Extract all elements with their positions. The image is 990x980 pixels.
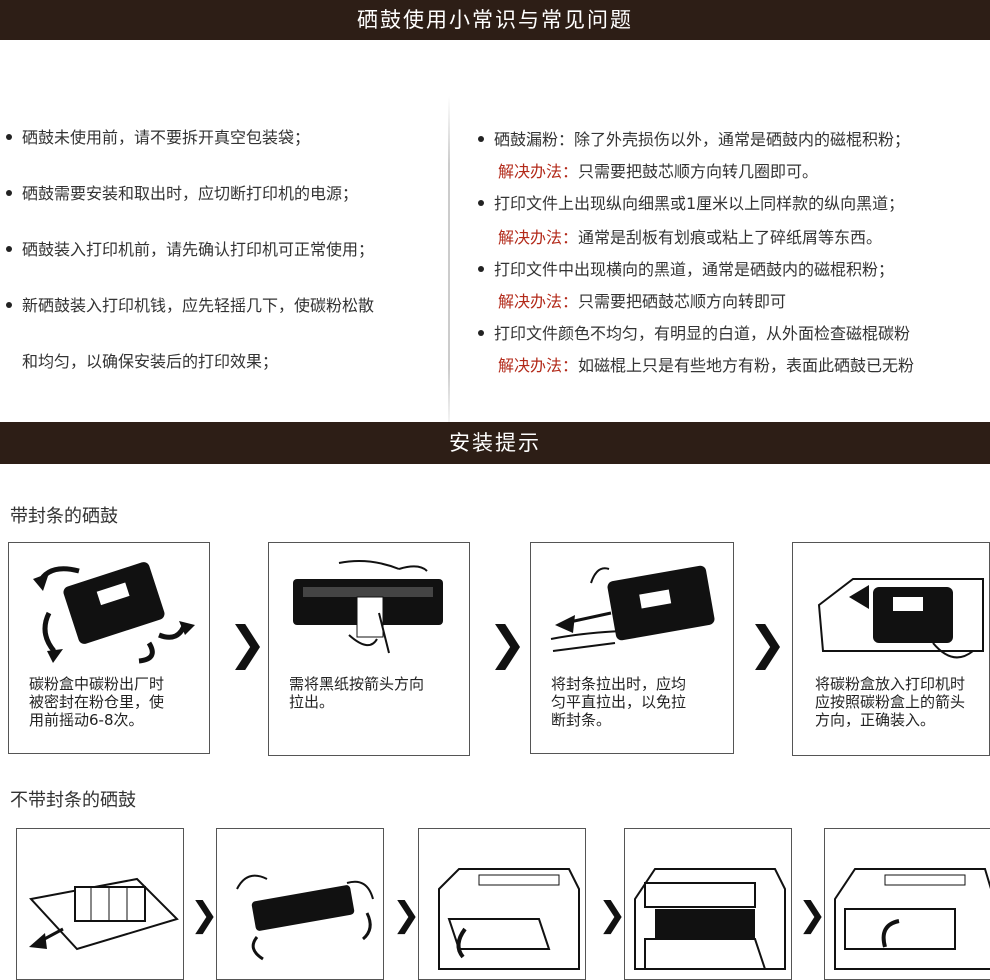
chevron-right-icon: ❯ (748, 616, 787, 670)
column-divider (448, 96, 450, 436)
bullet-icon (6, 133, 12, 140)
cartridge-pull-illustration (293, 560, 443, 654)
cartridge-slide-illustration (29, 877, 179, 951)
list-item: 硒鼓装入打印机前，请先确认打印机可正常使用； (6, 236, 374, 260)
printer-open-illustration (438, 868, 580, 970)
bullet-icon (478, 265, 484, 272)
step-card-printer-open (418, 828, 586, 980)
faq-solution: 解决办法：通常是刮板有划痕或粘上了碎纸屑等东西。 (498, 228, 883, 247)
list-item: 新硒鼓装入打印机钱，应先轻摇几下，使碳粉松散 (6, 292, 374, 316)
step-card-pull-seal: 将封条拉出时，应均 匀平直拉出，以免拉 断封条。 (530, 542, 734, 754)
step-card-unseal-2 (216, 828, 384, 980)
install-title: 安装提示 (449, 431, 541, 455)
faq-solution: 解决办法：如磁棍上只是有些地方有粉，表面此硒鼓已无粉 (498, 356, 915, 375)
step-caption: 碳粉盒中碳粉出厂时 被密封在粉仓里，使 用前摇动6-8次。 (29, 675, 165, 729)
step-card-unseal-1 (16, 828, 184, 980)
bullet-icon (478, 135, 484, 142)
step-card-pull-black-paper: 需将黑纸按箭头方向 拉出。 (268, 542, 470, 756)
step-card-insert-unsealed (624, 828, 792, 980)
list-item: 硒鼓需要安装和取出时，应切断打印机的电源； (6, 180, 358, 204)
cartridge-shake-illustration (33, 562, 195, 664)
bullet-icon (478, 329, 484, 336)
without-seal-heading: 不带封条的硒鼓 (10, 790, 136, 811)
faq-solution: 解决办法：只需要把鼓芯顺方向转几圈即可。 (498, 162, 819, 181)
bullet-icon (6, 245, 12, 252)
chevron-right-icon: ❯ (190, 895, 219, 935)
printer-insert-illustration (634, 868, 786, 970)
chevron-right-icon: ❯ (392, 895, 421, 935)
with-seal-heading: 带封条的硒鼓 (10, 506, 118, 527)
step-caption: 将封条拉出时，应均 匀平直拉出，以免拉 断封条。 (551, 675, 687, 729)
bullet-icon (478, 199, 484, 206)
step-card-shake: 碳粉盒中碳粉出厂时 被密封在粉仓里，使 用前摇动6-8次。 (8, 542, 210, 754)
step-card-insert: 将碳粉盒放入打印机时 应按照碳粉盒上的箭头 方向，正确装入。 (792, 542, 990, 756)
step-caption: 需将黑纸按箭头方向 拉出。 (289, 675, 425, 711)
list-item: 硒鼓未使用前，请不要拆开真空包装袋； (6, 124, 310, 148)
printer-close-illustration (834, 868, 990, 970)
install-title-bar: 安装提示 (0, 422, 990, 464)
faq-problem: 打印文件中出现横向的黑道，通常是硒鼓内的磁棍积粉； (478, 256, 894, 280)
faq-problem: 打印文件颜色不均匀，有明显的白道，从外面检查磁棍碳粉 (478, 320, 910, 344)
cartridge-hands-illustration (236, 874, 374, 961)
section-title: 硒鼓使用小常识与常见问题 (357, 8, 633, 32)
bullet-icon (6, 189, 12, 196)
step-caption: 将碳粉盒放入打印机时 应按照碳粉盒上的箭头 方向，正确装入。 (815, 675, 966, 729)
list-item-continued: 和均匀，以确保安装后的打印效果； (22, 352, 279, 371)
tips-section: 硒鼓未使用前，请不要拆开真空包装袋； 硒鼓需要安装和取出时，应切断打印机的电源；… (0, 40, 990, 436)
faq-solution: 解决办法：只需要把硒鼓芯顺方向转即可 (498, 292, 787, 311)
step-card-close-printer (824, 828, 990, 980)
seal-pull-illustration (550, 565, 715, 652)
chevron-right-icon: ❯ (488, 616, 527, 670)
section-title-bar: 硒鼓使用小常识与常见问题 (0, 0, 990, 40)
chevron-right-icon: ❯ (228, 616, 267, 670)
faq-problem: 打印文件上出现纵向细黑或1厘米以上同样款的纵向黑道； (478, 190, 904, 214)
bullet-icon (6, 301, 12, 308)
chevron-right-icon: ❯ (798, 895, 827, 935)
faq-problem: 硒鼓漏粉：除了外壳损伤以外，通常是硒鼓内的磁棍积粉； (478, 126, 910, 150)
chevron-right-icon: ❯ (598, 895, 627, 935)
cartridge-insert-illustration (817, 578, 984, 659)
